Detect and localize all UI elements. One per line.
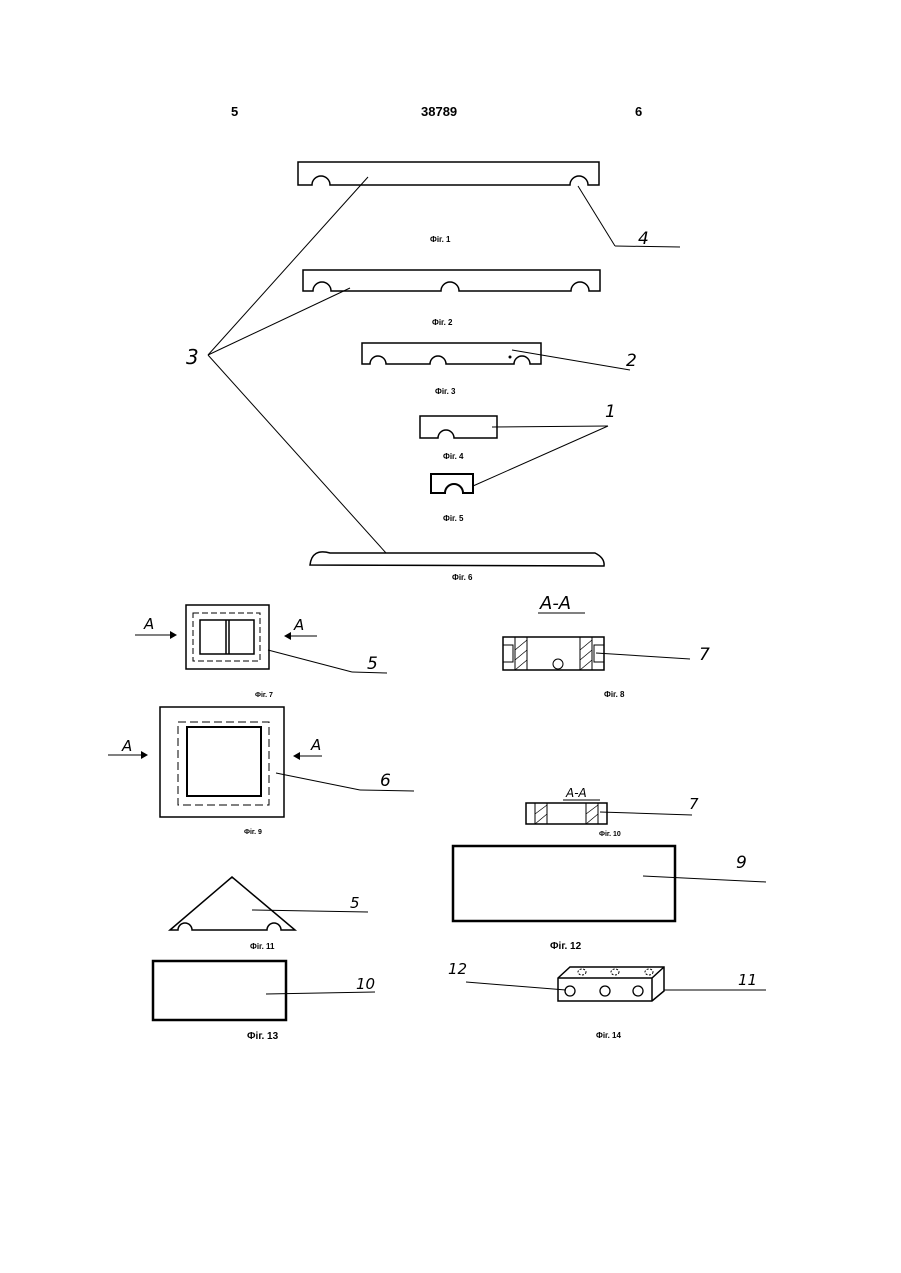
- ref-label-4: 4: [638, 229, 649, 249]
- section-aa-fig10: А-А: [565, 786, 587, 800]
- fig8-caption: Фіг. 8: [604, 690, 625, 699]
- fig9-drawing: А А 6 Фіг. 9: [108, 707, 414, 836]
- fig4-drawing: 1 Фіг. 4: [420, 402, 616, 461]
- fig13-caption: Фіг. 13: [247, 1031, 279, 1042]
- fig10-drawing: А-А 7 Фіг. 10: [526, 786, 699, 838]
- ref-label-5-fig11: 5: [350, 894, 360, 912]
- fig1-caption: Фіг. 1: [430, 235, 451, 244]
- fig11-caption: Фіг. 11: [250, 942, 275, 951]
- ref-label-11: 11: [738, 971, 757, 989]
- fig4-caption: Фіг. 4: [443, 452, 464, 461]
- ref-label-7-fig8: 7: [699, 645, 710, 665]
- fig6-caption: Фіг. 6: [452, 573, 473, 582]
- fig5-caption: Фіг. 5: [443, 514, 464, 523]
- ref-3-leaders: 3: [186, 177, 386, 553]
- fig7-drawing: А А 5 Фіг. 7: [135, 605, 387, 699]
- ref-label-7-fig10: 7: [689, 795, 699, 813]
- fig3-caption: Фіг. 3: [435, 387, 456, 396]
- ref-label-5-fig7: 5: [367, 654, 378, 674]
- fig11-drawing: 5 Фіг. 11: [170, 877, 368, 951]
- arrow-a-fig7-right: А: [293, 616, 304, 634]
- section-aa-fig8: А-А: [539, 593, 571, 614]
- arrow-a-fig9-left: А: [121, 737, 132, 755]
- fig7-caption: Фіг. 7: [255, 691, 273, 699]
- fig12-caption: Фіг. 12: [550, 941, 582, 952]
- arrow-a-fig9-right: А: [310, 736, 321, 754]
- ref-label-9: 9: [736, 853, 747, 873]
- fig14-caption: Фіг. 14: [596, 1031, 621, 1040]
- ref-label-12: 12: [448, 960, 467, 978]
- fig9-caption: Фіг. 9: [244, 828, 262, 836]
- ref-label-6: 6: [380, 771, 391, 791]
- fig12-drawing: 9 Фіг. 12: [453, 846, 766, 952]
- fig2-drawing: Фіг. 2: [303, 270, 600, 327]
- fig14-drawing: 12 11 Фіг. 14: [448, 960, 766, 1040]
- fig2-caption: Фіг. 2: [432, 318, 453, 327]
- ref-label-1: 1: [605, 402, 616, 422]
- fig8-drawing: А-А 7 Фіг. 8: [503, 593, 710, 699]
- fig3-drawing: 2 Фіг. 3: [362, 343, 637, 396]
- ref-label-10: 10: [356, 975, 375, 993]
- fig1-drawing: 4 Фіг. 1: [298, 162, 680, 249]
- fig5-drawing: Фіг. 5: [431, 426, 608, 523]
- fig6-drawing: Фіг. 6: [310, 552, 604, 582]
- ref-label-2: 2: [626, 351, 637, 371]
- arrow-a-fig7-left: А: [143, 615, 154, 633]
- fig13-drawing: 10 Фіг. 13: [153, 961, 375, 1042]
- fig10-caption: Фіг. 10: [599, 830, 621, 838]
- ref-label-3: 3: [186, 345, 199, 369]
